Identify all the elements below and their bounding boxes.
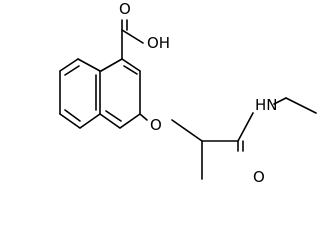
amide-oxygen-label: O [253, 168, 265, 186]
bond [77, 58, 101, 72]
bond [119, 113, 141, 129]
bond [121, 29, 144, 44]
atom-labels: O OH O HN O [119, 0, 278, 186]
amide-nitrogen-label: HN [255, 96, 278, 114]
ether-oxygen-label: O [150, 116, 162, 134]
bond [100, 58, 123, 72]
bond [273, 97, 287, 105]
bond [285, 97, 317, 114]
bond [64, 65, 80, 76]
bond [105, 110, 122, 122]
bond [237, 112, 254, 142]
bond [121, 58, 141, 72]
bonds [59, 19, 317, 180]
bond [79, 113, 101, 129]
structure-diagram: O OH O HN O [59, 0, 317, 186]
bond [64, 109, 81, 122]
carboxyl-oxygen-label: O [119, 0, 131, 18]
bond [123, 65, 138, 75]
bond [171, 119, 203, 142]
bond [99, 113, 121, 129]
hydroxyl-label: OH [147, 34, 170, 52]
bond [59, 113, 81, 129]
molecule-drawing: O OH O HN O [59, 0, 317, 186]
bond [139, 113, 148, 121]
bond [59, 58, 79, 72]
